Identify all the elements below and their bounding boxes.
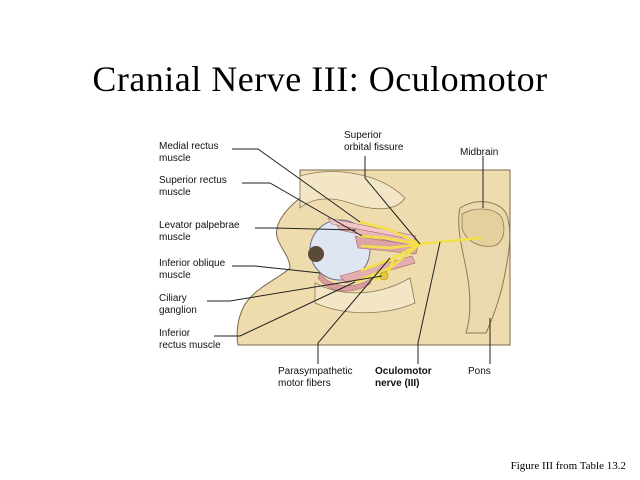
label-ciliary-1: Ciliary [159,293,187,304]
oculomotor-nerve-diagram: Medial rectus muscle Superior rectus mus… [150,118,520,403]
label-superior-orbital-2: orbital fissure [344,142,404,153]
label-pons: Pons [468,366,491,377]
label-parasympathetic-2: motor fibers [278,378,331,389]
face-profile [236,169,511,346]
label-superior-rectus-2: muscle [159,187,191,198]
label-midbrain: Midbrain [460,147,498,158]
anatomy-illustration: Medial rectus muscle Superior rectus mus… [159,130,511,389]
orbital-roof-bone [299,171,406,210]
orbital-floor-bone [314,277,416,314]
label-inferior-rectus-2: rectus muscle [159,340,221,351]
label-parasympathetic-1: Parasympathetic [278,366,352,377]
midbrain-shape [461,208,505,247]
label-medial-rectus-1: Medial rectus [159,141,218,152]
slide-title: Cranial Nerve III: Oculomotor [92,59,548,99]
label-inferior-oblique-1: Inferior oblique [159,258,226,269]
label-medial-rectus-2: muscle [159,153,191,164]
label-ciliary-2: ganglion [159,305,197,316]
label-superior-orbital-1: Superior [344,130,382,141]
label-levator-2: muscle [159,232,191,243]
label-oculomotor-2: nerve (III) [375,378,419,389]
label-oculomotor-1: Oculomotor [375,366,432,377]
medial-rectus-muscle-shape [354,235,419,255]
label-levator-1: Levator palpebrae [159,220,240,231]
leader-lines [207,148,491,364]
figure-caption: Figure III from Table 13.2 [510,460,626,472]
label-superior-rectus-1: Superior rectus [159,175,227,186]
label-inferior-oblique-2: muscle [159,270,191,281]
label-inferior-rectus-1: Inferior [159,328,191,339]
pupil [308,246,324,262]
